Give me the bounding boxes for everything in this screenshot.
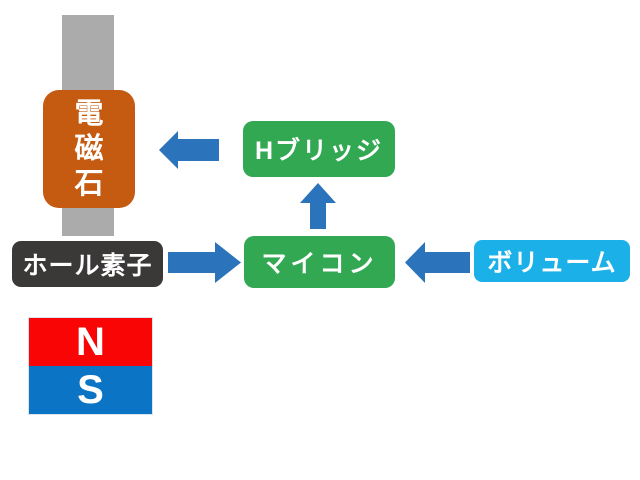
left-arrow-icon <box>405 242 470 283</box>
magnet-south-pole: S <box>29 366 152 414</box>
electromagnet-block: 電磁石 <box>43 90 135 208</box>
microcontroller-label: マイコン <box>261 250 378 278</box>
left-arrow-icon <box>159 131 219 169</box>
volume-label: ボリューム <box>487 249 617 277</box>
h-bridge-block: Hブリッジ <box>243 121 395 177</box>
electromagnet-label: 電磁石 <box>74 98 104 200</box>
h-bridge-label: Hブリッジ <box>254 137 384 165</box>
hall-sensor-block: ホール素子 <box>12 241 163 287</box>
magnet-north-pole: N <box>29 318 152 366</box>
right-arrow-icon <box>168 242 241 283</box>
up-arrow-icon <box>300 183 336 229</box>
permanent-magnet: N S <box>28 317 153 415</box>
magnet-south-label: S <box>77 368 104 412</box>
arrow-volume-to-microcontroller <box>405 242 470 283</box>
volume-block: ボリューム <box>474 240 630 282</box>
arrow-microcontroller-to-hbridge <box>300 183 336 229</box>
magnet-north-label: N <box>76 320 105 364</box>
hall-sensor-label: ホール素子 <box>22 252 153 280</box>
arrow-hallsensor-to-microcontroller <box>168 242 241 283</box>
microcontroller-block: マイコン <box>244 236 395 288</box>
arrow-hbridge-to-electromagnet <box>159 131 219 169</box>
